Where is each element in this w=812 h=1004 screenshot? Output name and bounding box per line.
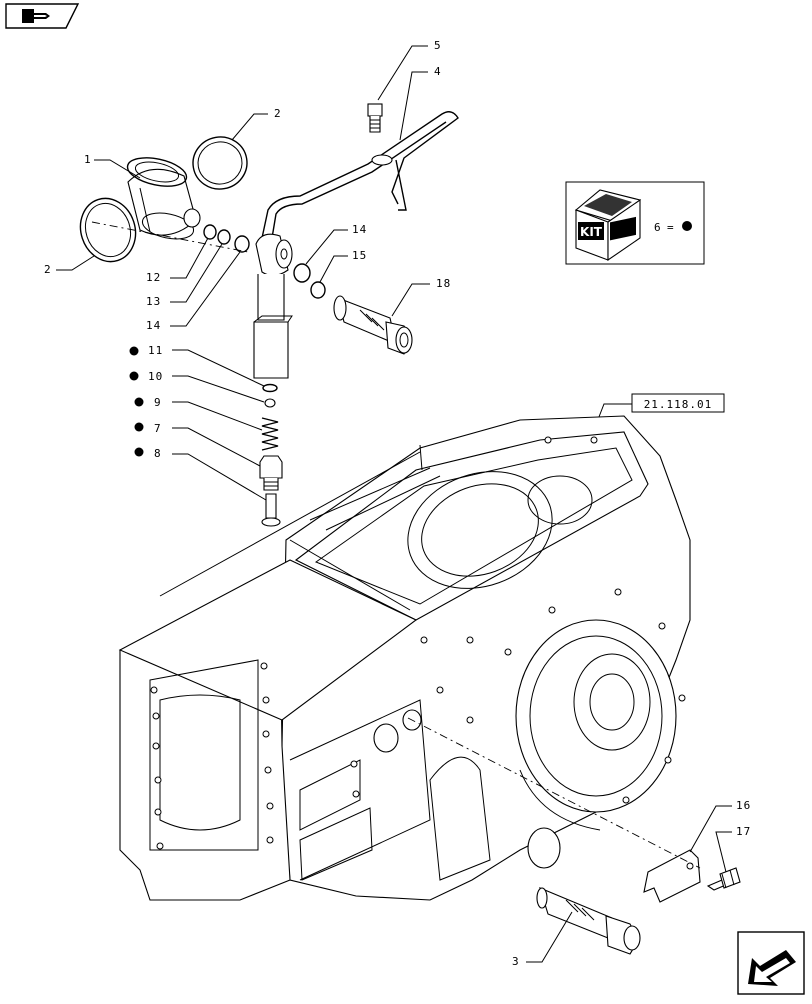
- part-15-washer[interactable]: [310, 281, 326, 299]
- next-page-button[interactable]: [737, 931, 805, 995]
- svg-text:15: 15: [352, 249, 367, 262]
- svg-text:1: 1: [84, 153, 92, 166]
- part-2-seal-ring-left[interactable]: [72, 191, 143, 269]
- kit-legend-equals: =: [667, 221, 675, 234]
- kit-box-icon: KIT KIT: [574, 189, 642, 262]
- svg-text:4: 4: [434, 65, 442, 78]
- part-8-pin[interactable]: [261, 493, 281, 527]
- kit-dot-icon: [682, 221, 692, 231]
- part-9-spring[interactable]: [261, 417, 279, 451]
- part-13-washer[interactable]: [217, 229, 231, 245]
- kit-legend-number: 6: [654, 221, 662, 234]
- svg-text:KIT: KIT: [580, 225, 603, 239]
- svg-text:KIT: KIT: [611, 225, 634, 239]
- callout-13[interactable]: 13: [146, 243, 223, 308]
- svg-text:7: 7: [154, 422, 162, 435]
- part-1-bushing[interactable]: [125, 153, 201, 243]
- banjo-fitting[interactable]: [253, 233, 293, 379]
- part-4-lubrication-pipe[interactable]: [261, 111, 459, 239]
- callout-3[interactable]: 3: [512, 911, 573, 968]
- callout-4[interactable]: 4: [399, 65, 442, 141]
- part-17-bolt[interactable]: [706, 867, 741, 891]
- svg-text:3: 3: [512, 955, 520, 968]
- callout-12[interactable]: 12: [146, 237, 209, 284]
- hand-pointer-icon: [22, 9, 50, 23]
- svg-text:2: 2: [44, 263, 52, 276]
- callout-1[interactable]: 1: [84, 153, 141, 179]
- svg-text:8: 8: [154, 447, 162, 460]
- kit-legend: KIT KIT 6 =: [565, 181, 705, 265]
- callout-7[interactable]: 7: [154, 422, 261, 467]
- svg-text:12: 12: [146, 271, 161, 284]
- callout-5[interactable]: 5: [377, 39, 442, 101]
- svg-text:5: 5: [434, 39, 442, 52]
- part-7-plug[interactable]: [259, 455, 283, 491]
- svg-text:14: 14: [146, 319, 161, 332]
- svg-text:10: 10: [148, 370, 163, 383]
- svg-text:18: 18: [436, 277, 451, 290]
- part-11-snap-ring[interactable]: [262, 383, 278, 393]
- kit-markers: [129, 346, 144, 457]
- svg-text:16: 16: [736, 799, 751, 812]
- part-18-banjo-bolt[interactable]: [333, 295, 413, 355]
- part-5-bolt[interactable]: [367, 103, 383, 133]
- callout-11[interactable]: 11: [148, 344, 265, 387]
- callout-17[interactable]: 17: [715, 825, 751, 873]
- svg-text:17: 17: [736, 825, 751, 838]
- callout-14-right[interactable]: 14: [305, 223, 367, 265]
- callout-9[interactable]: 9: [154, 396, 263, 431]
- part-14-washer-left[interactable]: [234, 235, 250, 253]
- callout-16[interactable]: 16: [689, 799, 751, 853]
- transmission-housing[interactable]: [118, 415, 691, 901]
- callout-2-top[interactable]: 2: [231, 107, 282, 141]
- svg-text:14: 14: [352, 223, 367, 236]
- svg-text:2: 2: [274, 107, 282, 120]
- part-12-washer[interactable]: [203, 224, 217, 240]
- callout-18[interactable]: 18: [391, 277, 451, 317]
- svg-text:9: 9: [154, 396, 162, 409]
- callout-14-left[interactable]: 14: [146, 251, 241, 332]
- callout-2-left[interactable]: 2: [44, 255, 95, 276]
- part-14-washer-right[interactable]: [293, 263, 311, 283]
- callout-15[interactable]: 15: [319, 249, 367, 283]
- arrow-icon: [748, 950, 796, 986]
- callout-8[interactable]: 8: [154, 447, 267, 501]
- part-2-seal-ring-right[interactable]: [189, 133, 251, 194]
- svg-text:13: 13: [146, 295, 161, 308]
- callout-10[interactable]: 10: [148, 370, 265, 403]
- svg-text:11: 11: [148, 344, 163, 357]
- part-10-plunger[interactable]: [264, 398, 276, 408]
- reference-label: 21.118.01: [644, 398, 713, 411]
- housing-bolt-holes: [150, 436, 686, 850]
- previous-page-button[interactable]: [5, 3, 80, 29]
- part-16-locking-plate[interactable]: [643, 849, 701, 903]
- part-3-valve-spool[interactable]: [536, 887, 641, 955]
